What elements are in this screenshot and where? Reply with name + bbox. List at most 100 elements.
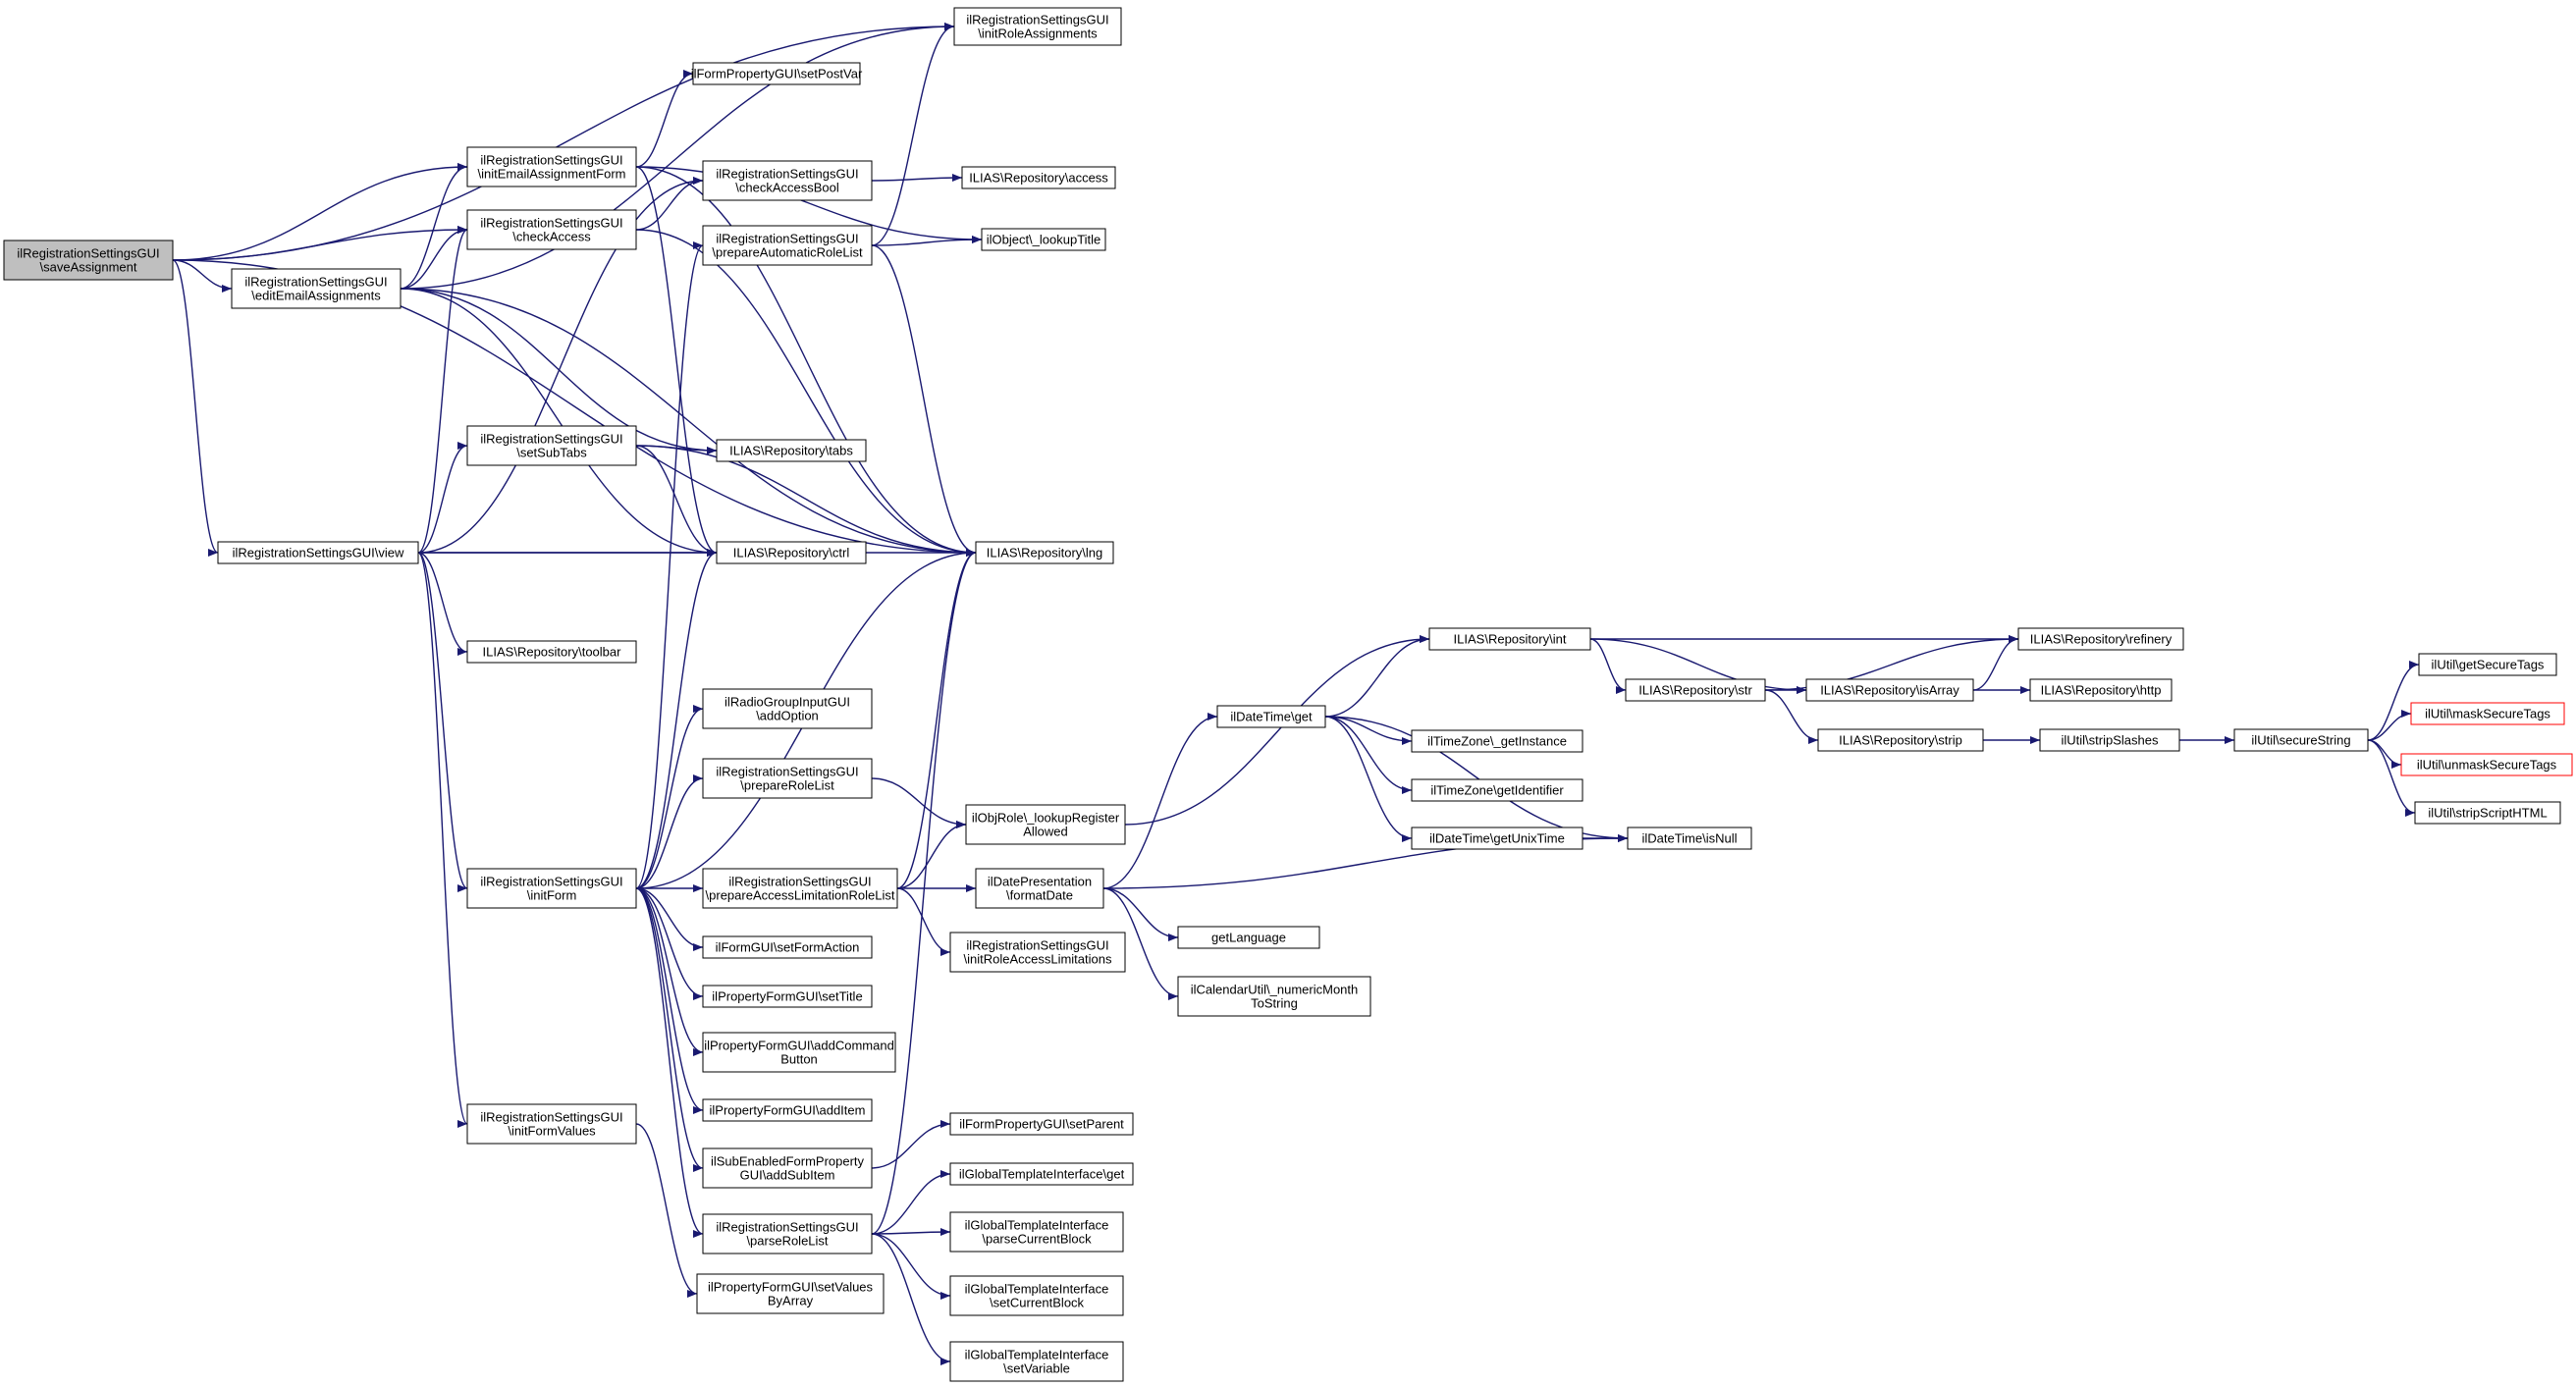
node-editEmailAssignments[interactable]: ilRegistrationSettingsGUI\editEmailAssig… bbox=[231, 268, 402, 309]
node-box bbox=[466, 1103, 637, 1145]
node-getUnixTime[interactable]: ilDateTime\getUnixTime bbox=[1411, 827, 1583, 850]
edge-repoInt-to-repoStr bbox=[1589, 638, 1627, 694]
node-refinery[interactable]: ILIAS\Repository\refinery bbox=[2017, 627, 2184, 651]
node-checkAccessBool[interactable]: ilRegistrationSettingsGUI\checkAccessBoo… bbox=[702, 160, 873, 201]
node-box bbox=[702, 1032, 896, 1073]
node-maskSecureTags[interactable]: ilUtil\maskSecureTags bbox=[2410, 702, 2565, 725]
node-access[interactable]: ILIAS\Repository\access bbox=[961, 166, 1116, 189]
node-getIdentifier[interactable]: ilTimeZone\getIdentifier bbox=[1411, 778, 1583, 802]
node-lookupTitle[interactable]: ilObject\_lookupTitle bbox=[981, 228, 1106, 251]
node-stripSlashes[interactable]: ilUtil\stripSlashes bbox=[2039, 728, 2180, 752]
node-getSecureTags[interactable]: ilUtil\getSecureTags bbox=[2418, 653, 2557, 676]
node-label-line: \checkAccess bbox=[512, 230, 591, 244]
node-dtGet[interactable]: ilDateTime\get bbox=[1216, 705, 1326, 728]
node-parseCurrentBlock[interactable]: ilGlobalTemplateInterface\parseCurrentBl… bbox=[949, 1211, 1124, 1253]
node-box bbox=[2414, 801, 2561, 825]
edge-view-to-checkAccess bbox=[417, 226, 468, 554]
edge-initForm-to-prepareRoleList bbox=[635, 774, 704, 889]
node-root[interactable]: ilRegistrationSettingsGUI\saveAssignment bbox=[3, 240, 174, 281]
node-label-line: ilRegistrationSettingsGUI bbox=[716, 167, 858, 182]
edge-view-to-initFormValues bbox=[417, 552, 468, 1128]
node-label-line: \prepareAccessLimitationRoleList bbox=[706, 888, 895, 903]
node-box bbox=[1428, 627, 1591, 651]
node-checkAccess[interactable]: ilRegistrationSettingsGUI\checkAccess bbox=[466, 209, 637, 250]
node-stripScriptHTML[interactable]: ilUtil\stripScriptHTML bbox=[2414, 801, 2561, 825]
node-setPostVar[interactable]: ilFormPropertyGUI\setPostVar bbox=[691, 62, 863, 85]
node-initForm[interactable]: ilRegistrationSettingsGUI\initForm bbox=[466, 868, 637, 909]
edge-secureString-to-stripScriptHTML bbox=[2367, 739, 2416, 817]
node-isArray[interactable]: ILIAS\Repository\isArray bbox=[1805, 678, 1974, 702]
node-label-line: \addOption bbox=[756, 709, 819, 723]
node-lng[interactable]: ILIAS\Repository\lng bbox=[975, 541, 1114, 564]
edge-secureString-to-getSecureTags bbox=[2367, 661, 2420, 741]
edge-parseRoleList-to-setCurrentBlock bbox=[871, 1233, 951, 1300]
node-prepareAutomaticRoleList[interactable]: ilRegistrationSettingsGUI\prepareAutomat… bbox=[702, 225, 873, 266]
node-label-line: \prepareAutomaticRoleList bbox=[712, 245, 863, 260]
node-formatDate[interactable]: ilDatePresentation\formatDate bbox=[975, 868, 1104, 909]
node-isNull[interactable]: ilDateTime\isNull bbox=[1627, 827, 1752, 850]
node-label-line: ILIAS\Repository\lng bbox=[987, 546, 1103, 560]
node-label-line: ilRegistrationSettingsGUI bbox=[480, 1110, 622, 1125]
edge-initEmailAssignmentForm-to-setPostVar bbox=[635, 70, 694, 168]
node-unmaskSecureTags[interactable]: ilUtil\unmaskSecureTags bbox=[2400, 753, 2573, 776]
edge-root-to-checkAccess bbox=[172, 226, 468, 261]
node-tabs[interactable]: ILIAS\Repository\tabs bbox=[716, 439, 867, 462]
node-getLanguage[interactable]: getLanguage bbox=[1177, 926, 1320, 949]
node-label-line: ByArray bbox=[768, 1294, 814, 1308]
node-view[interactable]: ilRegistrationSettingsGUI\view bbox=[217, 541, 419, 564]
node-toolbar[interactable]: ILIAS\Repository\toolbar bbox=[466, 640, 637, 664]
node-label-line: ilTimeZone\_getInstance bbox=[1427, 734, 1567, 749]
node-label-line: ILIAS\Repository\int bbox=[1454, 632, 1567, 647]
edge-view-to-setSubTabs bbox=[417, 442, 468, 554]
edge-prepareRoleList-to-lookupRegisterAllowed bbox=[871, 777, 967, 828]
edge-initForm-to-setTitle bbox=[635, 887, 704, 1000]
node-setParent[interactable]: ilFormPropertyGUI\setParent bbox=[949, 1112, 1134, 1136]
node-repoStr[interactable]: ILIAS\Repository\str bbox=[1625, 678, 1766, 702]
node-label-line: ilRegistrationSettingsGUI bbox=[480, 432, 622, 447]
node-box bbox=[702, 688, 873, 729]
node-addItem[interactable]: ilPropertyFormGUI\addItem bbox=[702, 1098, 873, 1122]
edge-prepareAutomaticRoleList-to-lng bbox=[871, 244, 977, 557]
edge-initForm-to-setFormAction bbox=[635, 887, 704, 951]
node-initEmailAssignmentForm[interactable]: ilRegistrationSettingsGUI\initEmailAssig… bbox=[466, 146, 637, 187]
node-getInstance[interactable]: ilTimeZone\_getInstance bbox=[1411, 729, 1583, 753]
node-setFormAction[interactable]: ilFormGUI\setFormAction bbox=[702, 935, 873, 959]
node-prepareAccessLimitationRoleList[interactable]: ilRegistrationSettingsGUI\prepareAccessL… bbox=[702, 868, 898, 909]
node-label-line: ilGlobalTemplateInterface bbox=[965, 1218, 1109, 1233]
edge-initForm-to-addCommandButton bbox=[635, 887, 704, 1056]
node-addOption[interactable]: ilRadioGroupInputGUI\addOption bbox=[702, 688, 873, 729]
node-initFormValues[interactable]: ilRegistrationSettingsGUI\initFormValues bbox=[466, 1103, 637, 1145]
node-box bbox=[702, 985, 873, 1008]
node-setTitle[interactable]: ilPropertyFormGUI\setTitle bbox=[702, 985, 873, 1008]
node-setVariable[interactable]: ilGlobalTemplateInterface\setVariable bbox=[949, 1341, 1124, 1382]
node-label-line: ilSubEnabledFormProperty bbox=[711, 1154, 865, 1169]
node-initRoleAccessLimitations[interactable]: ilRegistrationSettingsGUI\initRoleAccess… bbox=[949, 932, 1126, 973]
node-setCurrentBlock[interactable]: ilGlobalTemplateInterface\setCurrentBloc… bbox=[949, 1275, 1124, 1316]
node-label-line: \editEmailAssignments bbox=[251, 289, 381, 303]
node-label-line: ilObjRole\_lookupRegister bbox=[972, 811, 1120, 826]
node-parseRoleList[interactable]: ilRegistrationSettingsGUI\parseRoleList bbox=[702, 1213, 873, 1254]
node-ctrl[interactable]: ILIAS\Repository\ctrl bbox=[716, 541, 867, 564]
node-setSubTabs[interactable]: ilRegistrationSettingsGUI\setSubTabs bbox=[466, 425, 637, 466]
node-secureString[interactable]: ilUtil\secureString bbox=[2233, 728, 2369, 752]
node-box bbox=[1411, 778, 1583, 802]
node-prepareRoleList[interactable]: ilRegistrationSettingsGUI\prepareRoleLis… bbox=[702, 758, 873, 799]
node-box bbox=[981, 228, 1106, 251]
edge-parseRoleList-to-parseCurrentBlock bbox=[871, 1228, 951, 1237]
node-box bbox=[965, 804, 1126, 845]
node-box bbox=[716, 541, 867, 564]
node-http[interactable]: ILIAS\Repository\http bbox=[2029, 678, 2173, 702]
edge-view-to-checkAccessBool bbox=[417, 177, 704, 554]
edge-initForm-to-addItem bbox=[635, 887, 704, 1114]
node-label-line: ilRegistrationSettingsGUI bbox=[966, 13, 1108, 27]
node-repoStrip[interactable]: ILIAS\Repository\strip bbox=[1817, 728, 1984, 752]
node-tplGet[interactable]: ilGlobalTemplateInterface\get bbox=[949, 1162, 1134, 1186]
node-repoInt[interactable]: ILIAS\Repository\int bbox=[1428, 627, 1591, 651]
node-label-line: ilDateTime\isNull bbox=[1641, 831, 1737, 846]
node-initRoleAssignments[interactable]: ilRegistrationSettingsGUI\initRoleAssign… bbox=[953, 7, 1122, 46]
